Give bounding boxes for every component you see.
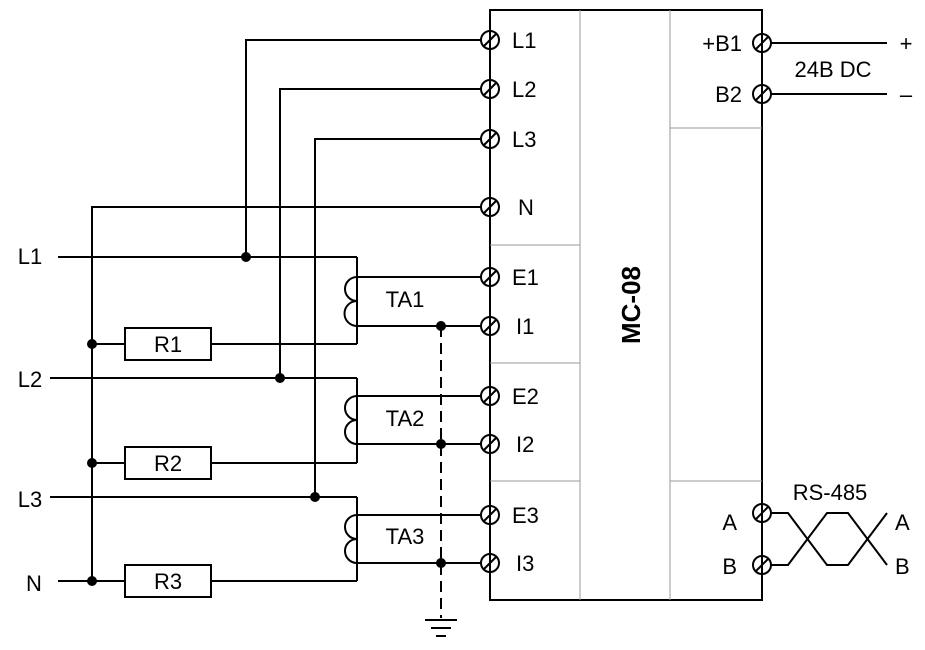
ta2-coil xyxy=(344,395,358,445)
r2-label: R2 xyxy=(154,451,182,476)
r3-label: R3 xyxy=(154,569,182,594)
terminal-label-b1: +B1 xyxy=(702,31,742,56)
terminal-label-i2: I2 xyxy=(516,432,534,457)
ground-icon xyxy=(425,619,457,637)
terminal-label-l2: L2 xyxy=(512,77,536,102)
terminal-label-i3: I3 xyxy=(516,551,534,576)
line-label-l2: L2 xyxy=(18,367,42,392)
terminal-label-l1: L1 xyxy=(512,28,536,53)
rs485-bus: RS-485 A B xyxy=(771,480,910,579)
line-label-l1: L1 xyxy=(18,244,42,269)
wires xyxy=(50,39,481,618)
resistors: R1 R2 R3 xyxy=(124,327,212,598)
terminal-label-n: N xyxy=(518,195,534,220)
terminal-label-l3: L3 xyxy=(512,127,536,152)
terminal-label-b2: B2 xyxy=(715,82,742,107)
power-label: 24B DC xyxy=(794,57,871,82)
line-labels: L1 L2 L3 N xyxy=(18,244,42,596)
ta3-coil xyxy=(344,514,358,564)
terminals-right: +B1 B2 A B xyxy=(702,31,772,579)
ta1-coil xyxy=(343,276,358,327)
line-label-n: N xyxy=(26,571,42,596)
terminal-label-b: B xyxy=(722,554,737,579)
device-outline xyxy=(489,9,763,601)
rs485-b-out: B xyxy=(895,554,910,579)
rs485-a-out: A xyxy=(895,510,910,535)
ta2-label: TA2 xyxy=(386,406,425,431)
terminal-labels-left: L1 L2 L3 N E1 I1 E2 I2 E3 I3 xyxy=(512,28,539,576)
rs485-label: RS-485 xyxy=(793,480,868,505)
ta1-label: TA1 xyxy=(386,287,425,312)
junctions xyxy=(87,252,446,586)
resistor-r3: R3 xyxy=(124,564,212,598)
resistor-r2: R2 xyxy=(124,446,212,480)
ta3-label: TA3 xyxy=(386,524,425,549)
current-transformers: TA1 TA2 TA3 xyxy=(343,276,425,564)
power-minus: – xyxy=(900,82,913,107)
resistor-r1: R1 xyxy=(124,327,212,361)
terminal-label-i1: I1 xyxy=(516,314,534,339)
r1-label: R1 xyxy=(154,332,182,357)
device-mc08: MC-08 xyxy=(489,9,763,601)
terminal-label-a: A xyxy=(722,510,737,535)
terminal-label-e2: E2 xyxy=(512,384,539,409)
device-title: MC-08 xyxy=(616,266,646,344)
terminal-label-e3: E3 xyxy=(512,503,539,528)
power-plus: + xyxy=(900,31,913,56)
power-supply: + – 24B DC xyxy=(771,31,913,107)
terminal-label-e1: E1 xyxy=(512,265,539,290)
line-label-l3: L3 xyxy=(18,487,42,512)
